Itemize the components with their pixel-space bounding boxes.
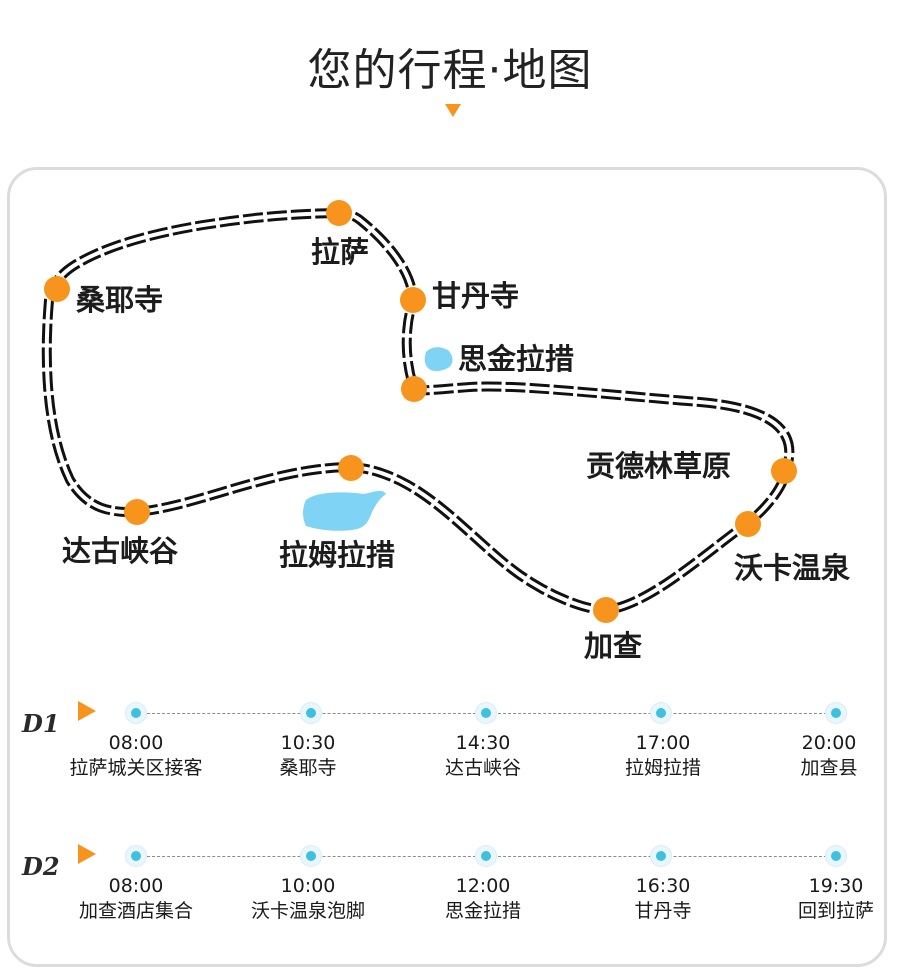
stop-time: 08:00: [108, 732, 164, 754]
stop-time: 16:30: [635, 875, 691, 897]
stop-place: 加查县: [800, 757, 858, 779]
place-label-gongde: 贡德林草原: [586, 449, 732, 483]
timeline-dot: [126, 846, 146, 866]
marker-jiacha: [593, 597, 619, 623]
play-triangle-icon: [78, 701, 96, 721]
stop-time: 10:30: [280, 732, 336, 754]
place-label-lamu: 拉姆拉措: [279, 538, 396, 572]
stop-place: 甘丹寺: [634, 900, 692, 922]
day-label-d2: D2: [22, 852, 60, 881]
timeline-stop: 12:00 思金拉措: [393, 874, 573, 924]
timeline-stop: 14:30 达古峡谷: [393, 731, 573, 781]
stop-time: 19:30: [808, 875, 864, 897]
sijin-lake-shape: [424, 347, 453, 371]
play-triangle-icon: [78, 844, 96, 864]
timeline-dot: [126, 703, 146, 723]
stop-time: 12:00: [455, 875, 511, 897]
stop-place: 拉姆拉措: [624, 757, 701, 779]
marker-lasa: [326, 200, 352, 226]
timeline-dot: [301, 703, 321, 723]
stop-time: 17:00: [635, 732, 691, 754]
timeline-stop: 10:00 沃卡温泉泡脚: [218, 874, 398, 924]
timeline-dot: [826, 846, 846, 866]
timeline-stop: 08:00 拉萨城关区接客: [46, 731, 226, 781]
timeline-dot: [651, 703, 671, 723]
marker-lamu: [338, 455, 364, 481]
stop-place: 思金拉措: [444, 900, 521, 922]
stop-place: 沃卡温泉泡脚: [250, 900, 365, 922]
timeline-stop: 08:00 加查酒店集合: [46, 874, 226, 924]
stop-place: 加查酒店集合: [78, 900, 193, 922]
day-label-d1: D1: [22, 709, 60, 738]
timeline-stop: 17:00 拉姆拉措: [573, 731, 753, 781]
place-label-lasa: 拉萨: [311, 235, 370, 269]
map-card: [7, 167, 887, 967]
timeline-stop: 10:30 桑耶寺: [218, 731, 398, 781]
timeline-dot: [826, 703, 846, 723]
lamu-lake-shape: [303, 490, 386, 531]
timeline-dot: [476, 846, 496, 866]
timeline-stop: 16:30 甘丹寺: [573, 874, 753, 924]
stop-time: 14:30: [455, 732, 511, 754]
stop-time: 08:00: [108, 875, 164, 897]
stop-time: 20:00: [801, 732, 857, 754]
stop-place: 达古峡谷: [444, 757, 521, 779]
timeline-dot: [651, 846, 671, 866]
marker-gongde: [771, 458, 797, 484]
timeline-stop: 20:00 加查县: [739, 731, 900, 781]
timeline-dot: [301, 846, 321, 866]
place-label-dagu: 达古峡谷: [62, 534, 179, 568]
stop-place: 拉萨城关区接客: [69, 757, 203, 779]
title-down-arrow-icon: [445, 104, 461, 117]
place-label-gandan: 甘丹寺: [432, 279, 520, 313]
marker-woka: [735, 511, 761, 537]
place-label-sijin: 思金拉措: [458, 342, 575, 376]
place-label-sangye: 桑耶寺: [76, 283, 164, 317]
marker-sijin: [401, 376, 427, 402]
marker-dagu: [124, 499, 150, 525]
stop-place: 回到拉萨: [797, 900, 874, 922]
marker-sangye: [44, 276, 70, 302]
timeline-dot: [476, 703, 496, 723]
timeline-stop: 19:30 回到拉萨: [746, 874, 900, 924]
place-label-jiacha: 加查: [584, 629, 643, 663]
stop-place: 桑耶寺: [279, 757, 337, 779]
page-title: 您的行程·地图: [307, 45, 593, 96]
stop-time: 10:00: [280, 875, 336, 897]
marker-gandan: [400, 287, 426, 313]
place-label-woka: 沃卡温泉: [734, 551, 851, 585]
